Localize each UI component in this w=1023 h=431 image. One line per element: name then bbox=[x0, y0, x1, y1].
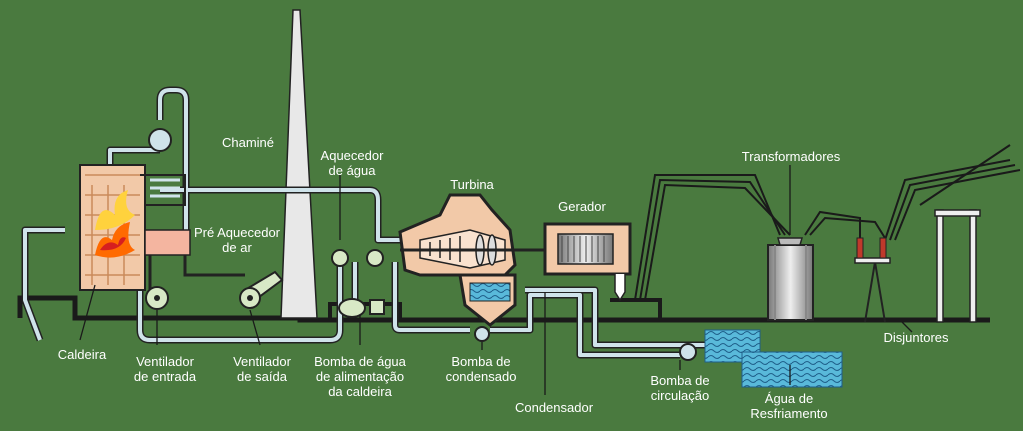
chimney bbox=[280, 9, 318, 319]
label-turbina: Turbina bbox=[450, 177, 494, 192]
label-aquecedor-agua: Aquecedor de água bbox=[320, 148, 384, 178]
label-caldeira: Caldeira bbox=[57, 347, 107, 362]
boiler-flame-icon bbox=[95, 190, 135, 258]
label-gerador: Gerador bbox=[558, 199, 606, 214]
label-agua-resfriamento: Água de Resfriamento bbox=[750, 391, 828, 421]
condenser bbox=[458, 273, 517, 327]
circulation-pump bbox=[679, 343, 697, 361]
ground-line bbox=[17, 295, 990, 323]
pipes bbox=[21, 86, 710, 359]
switchyard-gantry bbox=[934, 209, 981, 323]
leader-lines bbox=[79, 165, 913, 395]
turbine bbox=[398, 193, 550, 277]
label-bomba-condensado: Bomba de condensado bbox=[445, 354, 517, 384]
cooling-water-lower bbox=[741, 351, 843, 388]
steam-drum bbox=[148, 128, 172, 152]
condensate-pump bbox=[474, 326, 490, 342]
label-bomba-alimentacao: Bomba de água de alimentação da caldeira bbox=[314, 354, 406, 399]
transmission-lines bbox=[634, 144, 1021, 301]
label-condensador: Condensador bbox=[514, 400, 594, 415]
label-disjuntores: Disjuntores bbox=[883, 330, 949, 345]
generator bbox=[543, 222, 632, 302]
label-bomba-circulacao: Bomba de circulação bbox=[650, 373, 710, 403]
label-ventilador-saida: Ventilador de saída bbox=[233, 354, 291, 384]
circuit-breaker bbox=[854, 237, 891, 323]
inlet-fan bbox=[145, 255, 169, 310]
boiler-feed-pump bbox=[338, 298, 385, 318]
transformer bbox=[767, 237, 814, 321]
label-chamine: Chaminé bbox=[221, 135, 275, 150]
label-ventilador-entrada: Ventilador de entrada bbox=[133, 354, 197, 384]
label-pre-aquecedor-ar: Pré Aquecedor de ar bbox=[193, 225, 281, 255]
label-transformadores: Transformadores bbox=[741, 149, 841, 164]
outlet-fan bbox=[183, 255, 284, 309]
feedwater-heater bbox=[331, 249, 384, 267]
air-preheater bbox=[144, 229, 191, 256]
